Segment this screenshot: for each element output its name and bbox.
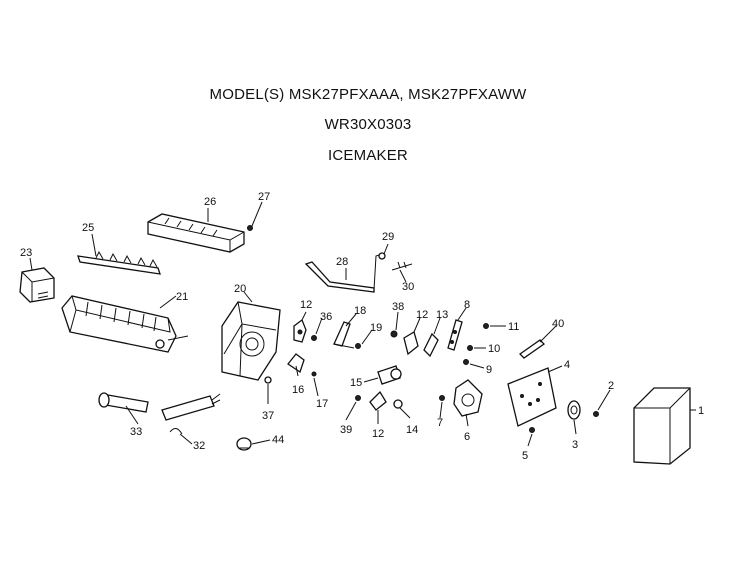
diagram-assembly-name: ICEMAKER	[328, 147, 408, 164]
label-13: 13	[436, 309, 448, 321]
label-30: 30	[402, 281, 414, 293]
part-11-screw	[483, 323, 489, 329]
label-15: 15	[350, 377, 362, 389]
part-33-fill-tube	[98, 392, 149, 413]
label-2: 2	[608, 380, 614, 392]
part-36-screw	[311, 335, 317, 341]
part-1-cover	[633, 387, 691, 465]
part-20-housing	[221, 301, 281, 381]
label-5: 5	[522, 450, 528, 462]
label-11: 11	[508, 321, 519, 333]
part-14-clip	[393, 399, 403, 409]
part-23-module	[19, 267, 55, 303]
part-12a-bracket	[293, 318, 307, 343]
part-16-lever	[287, 353, 305, 374]
label-40: 40	[552, 318, 564, 330]
label-37: 37	[262, 410, 274, 422]
label-20: 20	[234, 283, 246, 295]
part-39-screw	[355, 395, 361, 401]
part-32-clip	[169, 428, 183, 435]
label-12c: 12	[372, 428, 384, 440]
part-40-switch	[518, 339, 546, 359]
part-7-screw	[439, 395, 445, 401]
part-5-screw	[529, 427, 535, 433]
part-2-screw	[593, 411, 599, 417]
label-12a: 12	[300, 299, 312, 311]
label-23: 23	[20, 247, 32, 259]
part-3-gear	[567, 400, 581, 420]
part-38-screw	[390, 330, 398, 338]
part-9-screw	[463, 359, 469, 365]
part-15-valve	[377, 365, 402, 385]
part-37-screw	[264, 376, 272, 384]
label-32: 32	[193, 440, 205, 452]
label-28: 28	[336, 256, 348, 268]
part-10-screw	[467, 345, 473, 351]
label-27: 27	[258, 191, 270, 203]
label-33: 33	[130, 426, 142, 438]
part-13-cam	[423, 332, 439, 358]
diagram-title-models: MODEL(S) MSK27PFXAAA, MSK27PFXAWW	[209, 86, 527, 103]
label-12b: 12	[416, 309, 428, 321]
label-9: 9	[486, 364, 492, 376]
label-36: 36	[320, 311, 332, 323]
label-44: 44	[272, 434, 284, 446]
part-8-lever	[447, 319, 463, 351]
label-17: 17	[316, 398, 328, 410]
part-29-clip	[378, 252, 386, 260]
diagram-part-number: WR30X0303	[324, 116, 412, 133]
leader-lines	[29, 201, 696, 447]
part-17-pin	[311, 371, 317, 377]
part-30-spring	[391, 261, 413, 271]
label-18: 18	[354, 305, 366, 317]
label-26: 26	[204, 196, 216, 208]
part-25-ejector-blade	[77, 250, 161, 275]
label-19: 19	[370, 322, 382, 334]
part-18-arm	[333, 321, 355, 349]
label-4: 4	[564, 359, 570, 371]
part-21-ice-mold	[61, 295, 189, 353]
label-38: 38	[392, 301, 404, 313]
label-39: 39	[340, 424, 352, 436]
label-29: 29	[382, 231, 394, 243]
label-25: 25	[82, 222, 94, 234]
label-3: 3	[572, 439, 578, 451]
label-1: 1	[698, 405, 704, 417]
part-26-cover	[147, 213, 245, 253]
part-19-screw	[355, 343, 361, 349]
part-4-mounting-plate	[507, 367, 557, 427]
part-labels: 26 27 25 23 21 20 28 29 30 12 36 18 19 3…	[20, 191, 704, 462]
label-16: 16	[292, 384, 304, 396]
label-21: 21	[176, 291, 188, 303]
part-heater-tube	[161, 393, 221, 421]
part-12b-bracket	[403, 331, 419, 356]
label-14: 14	[406, 424, 418, 436]
part-6-motor	[453, 379, 483, 417]
part-27-screw	[247, 225, 253, 231]
label-10: 10	[488, 343, 500, 355]
label-8: 8	[464, 299, 470, 311]
part-44-cap	[236, 437, 252, 451]
label-6: 6	[464, 431, 470, 443]
part-12c-bracket	[369, 390, 387, 411]
label-7: 7	[437, 417, 443, 429]
